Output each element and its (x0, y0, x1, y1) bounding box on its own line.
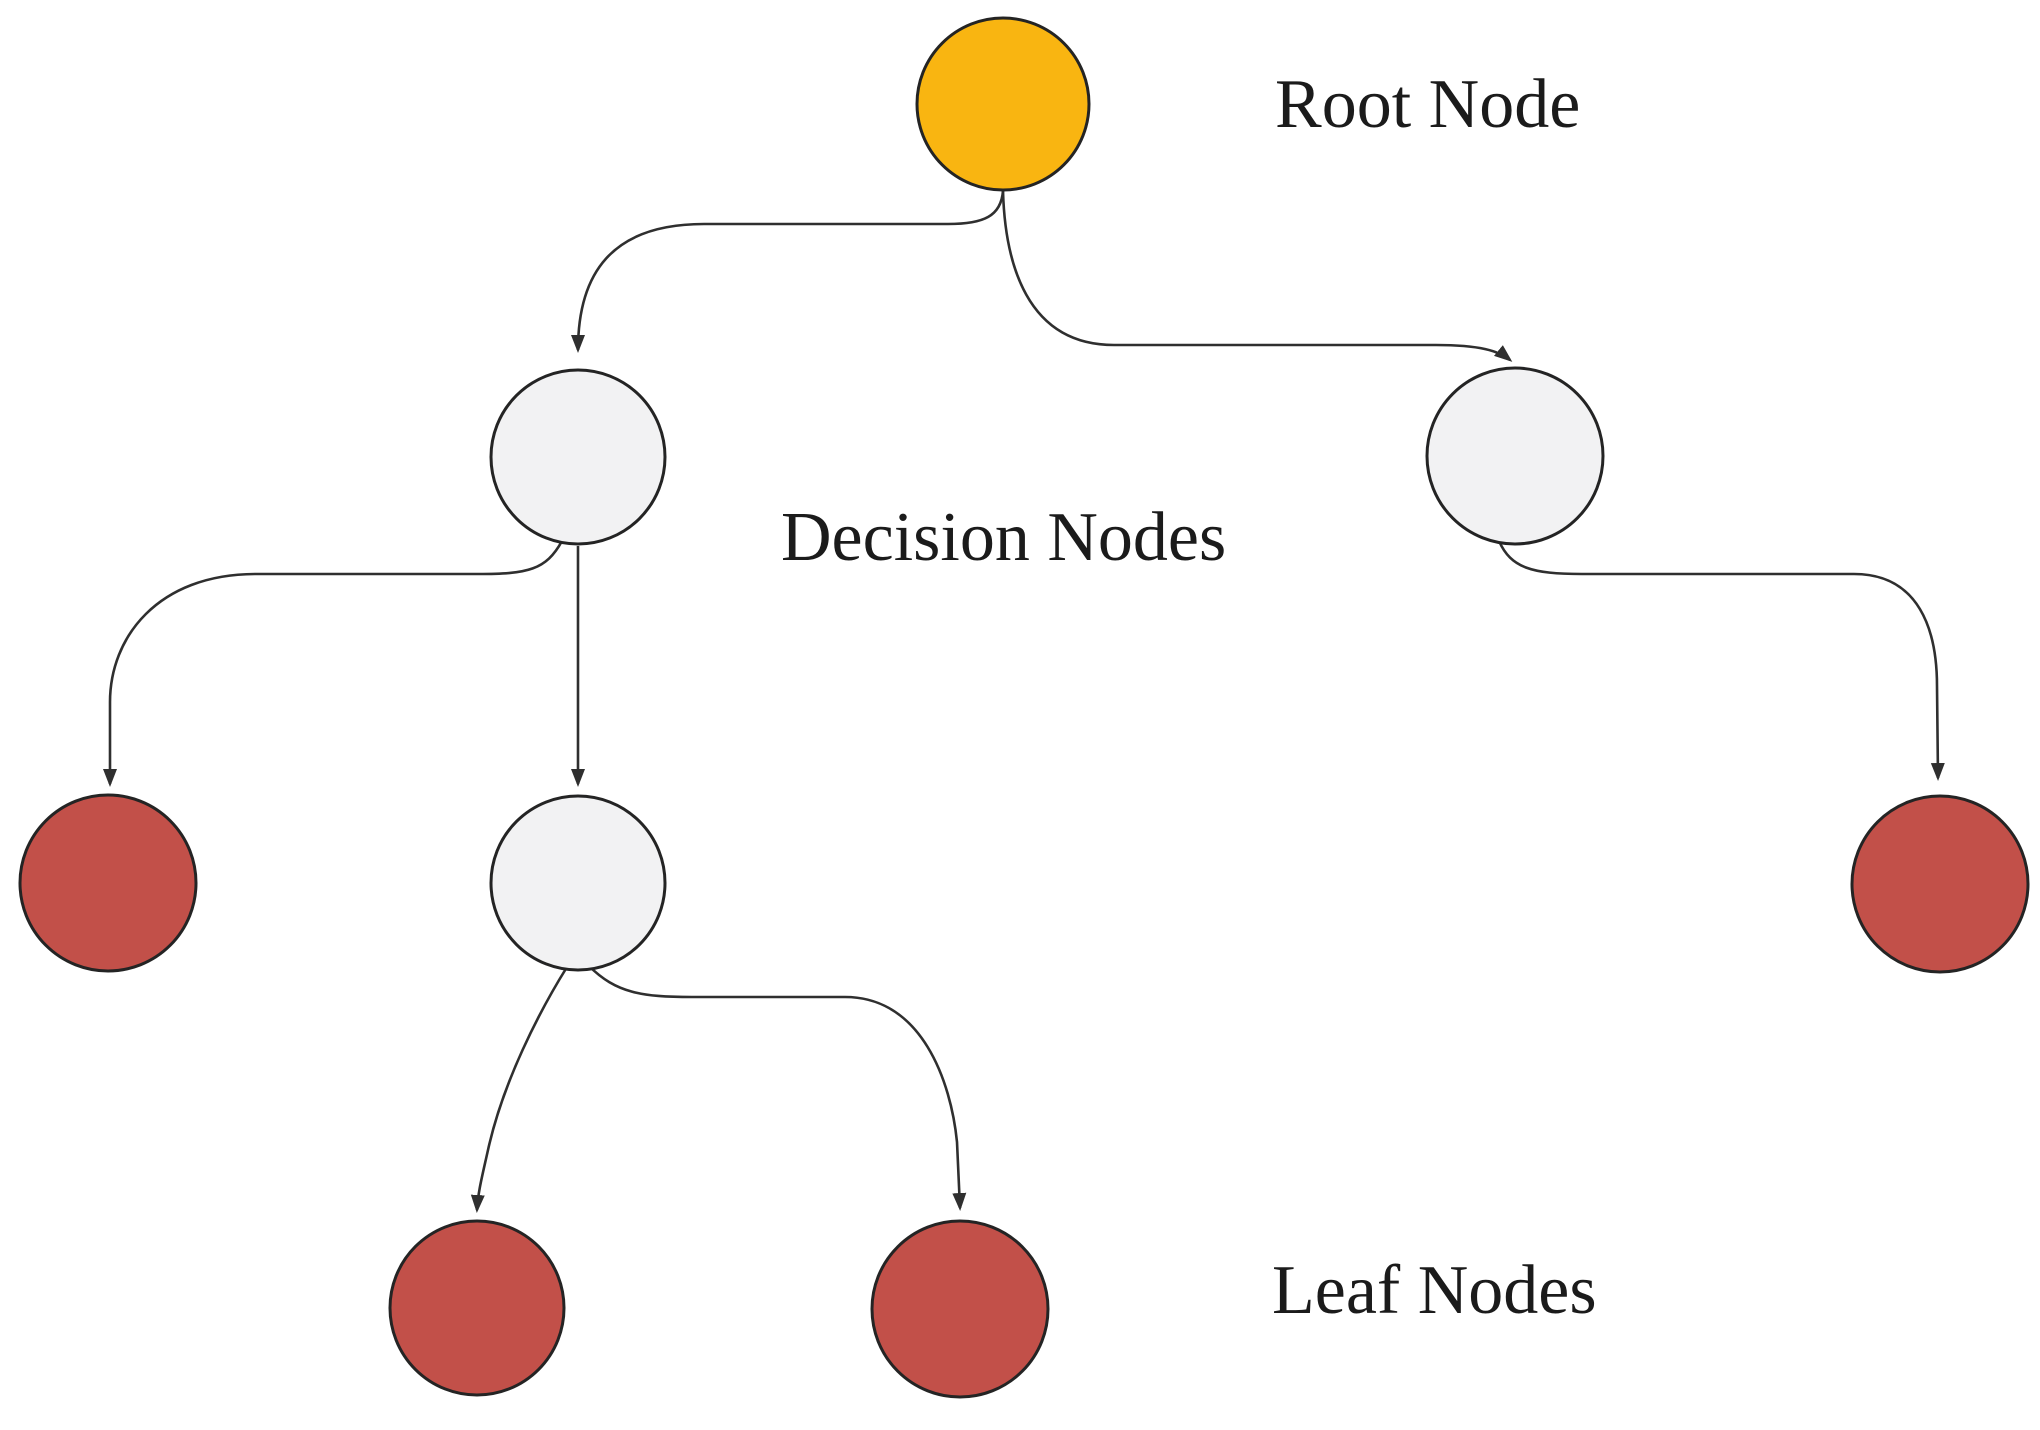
edge-decision-middle-to-leaf-bottom-left (470, 966, 569, 1213)
leaf-far-left-node (18, 793, 198, 973)
root-node (915, 16, 1091, 192)
leaf-nodes-label: Leaf Nodes (1272, 1252, 1597, 1329)
decision-left-node (489, 368, 667, 546)
leaf-bottom-right-node (870, 1219, 1050, 1399)
leaf-far-right-node (1850, 794, 2030, 974)
edge-decision-left-to-leaf-far-left (103, 540, 564, 787)
edge-decision-right-to-leaf-far-right (1497, 540, 1945, 781)
decision-middle-node (489, 794, 667, 972)
edge-root-to-decision-right (1001, 190, 1513, 362)
edges-layer (103, 190, 1945, 1213)
root-node-label: Root Node (1275, 66, 1580, 143)
decision-right-node (1425, 366, 1605, 546)
decision-nodes-label: Decision Nodes (781, 499, 1226, 576)
leaf-bottom-left-node (388, 1219, 566, 1397)
nodes-layer (18, 16, 2030, 1399)
edge-decision-middle-to-leaf-bottom-right (588, 965, 967, 1211)
edge-root-to-decision-left (571, 190, 1005, 353)
